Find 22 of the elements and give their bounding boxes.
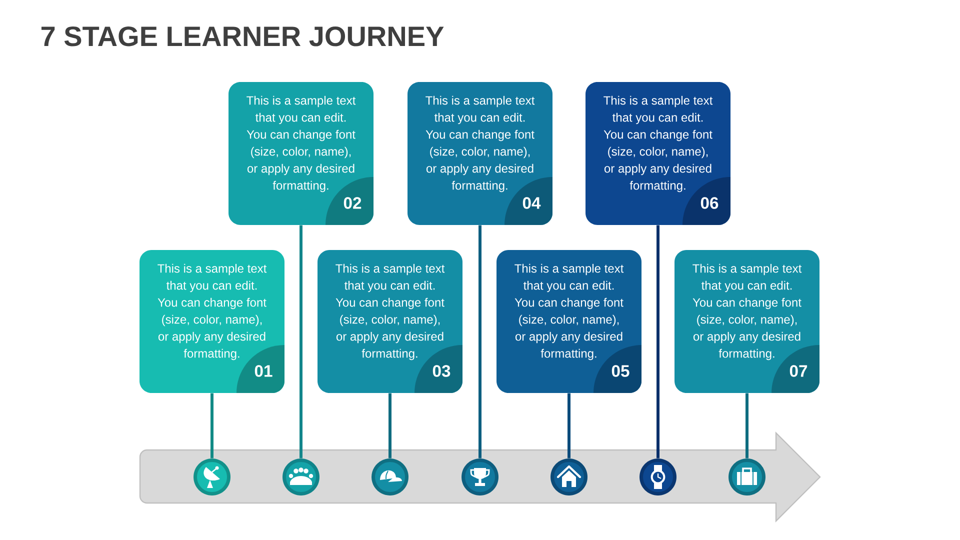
stage-box: This is a sample text that you can edit. You can change font (size, color, name), or apply any desired formatting. 01 <box>140 250 284 393</box>
connector-line <box>210 393 214 458</box>
stage-box: This is a sample text that you can edit. You can change font (size, color, name), or apply any desired formatting. 06 <box>586 82 730 225</box>
step-number: 03 <box>432 365 450 377</box>
title: 7 STAGE LEARNER JOURNEY <box>41 26 444 46</box>
step-number: 05 <box>612 365 630 377</box>
step-number: 04 <box>522 197 541 209</box>
stage-box: This is a sample text that you can edit. You can change font (size, color, name), or apply any desired formatting. 04 <box>408 82 552 225</box>
step-number: 06 <box>700 197 718 209</box>
connector-line <box>568 393 570 458</box>
stage-box: This is a sample text that you can edit. You can change font (size, color, name), or apply any desired formatting. 02 <box>228 82 374 225</box>
connector-line <box>746 393 748 458</box>
stage-box: This is a sample text that you can edit. You can change font (size, color, name), or apply any desired formatting. 03 <box>318 250 462 393</box>
connector-line <box>656 225 660 458</box>
stage-box: This is a sample text that you can edit. You can change font (size, color, name), or apply any desired formatting. 05 <box>496 250 642 393</box>
stage-box: This is a sample text that you can edit. You can change font (size, color, name), or apply any desired formatting. 07 <box>674 250 820 393</box>
step-number: 07 <box>790 365 808 377</box>
connector-line <box>300 225 302 458</box>
step-number: 02 <box>344 197 362 209</box>
step-number: 01 <box>254 365 272 377</box>
connector-line <box>478 225 482 458</box>
connector-line <box>388 393 392 458</box>
